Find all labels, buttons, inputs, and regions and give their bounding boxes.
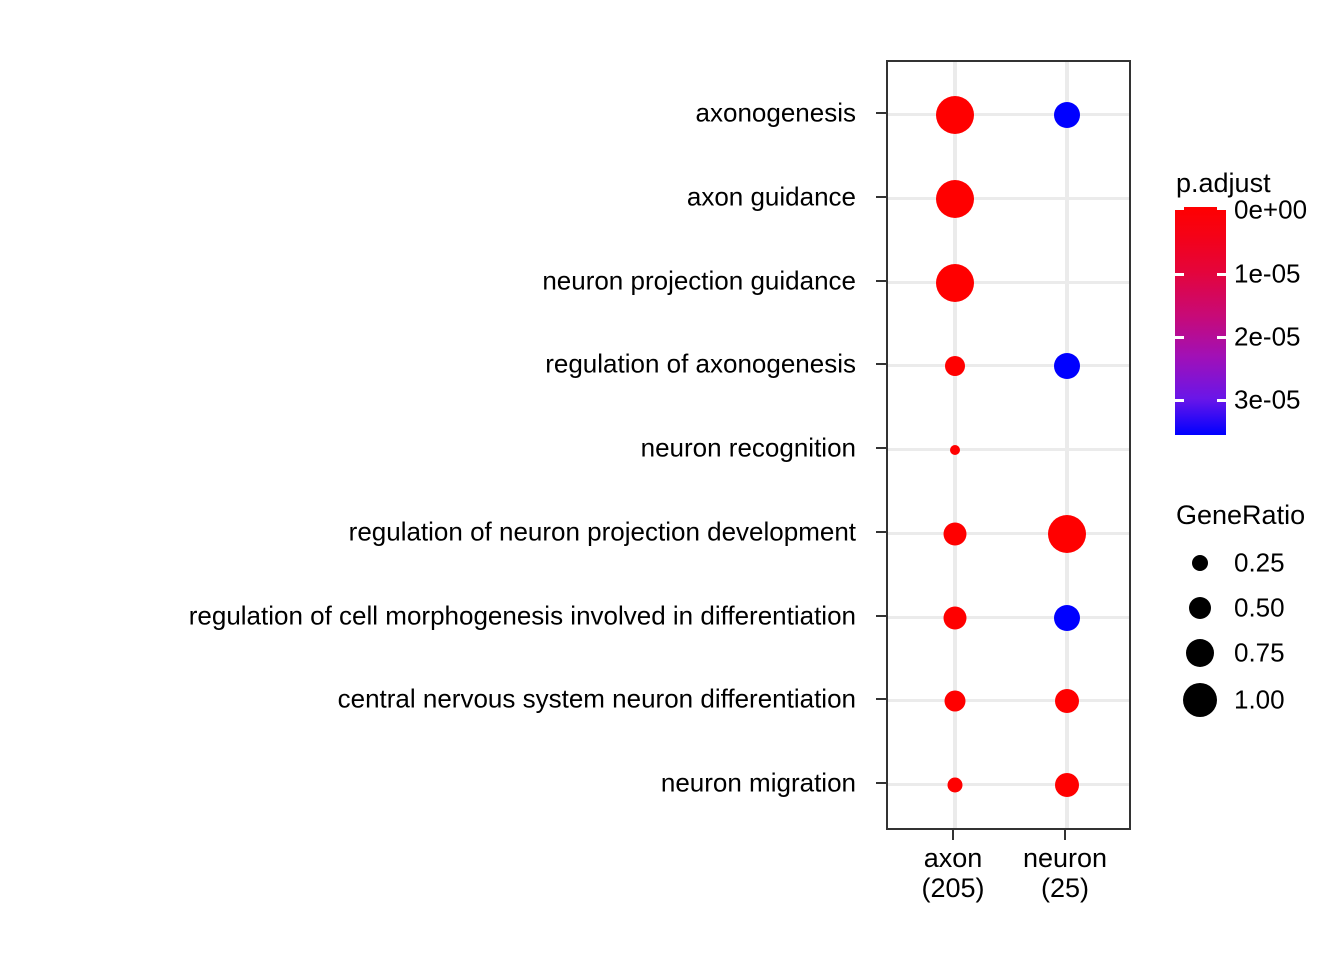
- y-axis-label-4: neuron recognition: [640, 432, 856, 463]
- y-axis-label-6: regulation of cell morphogenesis involve…: [188, 600, 856, 631]
- colorbar-label-3: 3e-05: [1234, 384, 1301, 415]
- gridline-row-4: [888, 448, 1129, 451]
- y-axis-tick-1: [876, 196, 886, 198]
- data-point: [943, 522, 967, 546]
- x-axis-tick-axon: [952, 830, 954, 840]
- colorbar-label-2: 2e-05: [1234, 321, 1301, 352]
- gridline-row-3: [888, 364, 1129, 367]
- data-point: [936, 180, 974, 218]
- colorbar-legend-title: p.adjust: [1176, 168, 1271, 198]
- y-axis-tick-8: [876, 782, 886, 784]
- size-legend-title: GeneRatio: [1176, 500, 1306, 530]
- colorbar-tick-0-left: [1175, 207, 1184, 210]
- gridline-col-neuron: [1065, 62, 1069, 828]
- y-axis-label-2: neuron projection guidance: [542, 265, 856, 296]
- gridline-row-5: [888, 532, 1129, 535]
- size-legend-dot-3: [1183, 683, 1217, 717]
- gridline-row-1: [888, 197, 1129, 200]
- y-axis-tick-0: [876, 112, 886, 114]
- plot-panel: [886, 60, 1131, 830]
- y-axis-label-5: regulation of neuron projection developm…: [348, 516, 856, 547]
- data-point: [1048, 515, 1086, 553]
- gridline-row-0: [888, 113, 1129, 116]
- size-legend-dot-1: [1189, 597, 1211, 619]
- x-axis-label-axon-count: (205): [921, 873, 985, 904]
- gridline-row-6: [888, 616, 1129, 619]
- y-axis-tick-6: [876, 615, 886, 617]
- y-axis-tick-5: [876, 531, 886, 533]
- colorbar-label-1: 1e-05: [1234, 258, 1301, 289]
- data-point: [936, 264, 974, 302]
- x-axis-label-axon-name: axon: [923, 843, 983, 873]
- colorbar-gradient: [1175, 207, 1226, 435]
- data-point: [944, 690, 966, 712]
- y-axis-label-7: central nervous system neuron differenti…: [337, 683, 856, 714]
- colorbar-tick-1-right: [1217, 273, 1226, 276]
- y-axis-label-8: neuron migration: [660, 767, 856, 798]
- x-axis-tick-neuron: [1064, 830, 1066, 840]
- size-legend-label-0: 0.25: [1234, 547, 1285, 578]
- data-point: [1054, 353, 1080, 379]
- y-axis-tick-4: [876, 447, 886, 449]
- colorbar-label-0: 0e+00: [1234, 194, 1308, 225]
- size-legend-label-2: 0.75: [1234, 637, 1285, 668]
- x-axis-label-neuron-name: neuron: [1022, 843, 1108, 873]
- size-legend-label-3: 1.00: [1234, 684, 1285, 715]
- y-axis-label-3: regulation of axonogenesis: [545, 348, 856, 379]
- gridline-row-2: [888, 281, 1129, 284]
- data-point: [1055, 773, 1079, 797]
- colorbar-tick-2-right: [1217, 336, 1226, 339]
- y-axis-label-1: axon guidance: [686, 181, 856, 212]
- data-point: [1054, 605, 1080, 631]
- x-axis-label-axon: axon (205): [921, 843, 984, 903]
- colorbar-tick-0-right: [1217, 207, 1226, 210]
- y-axis-tick-3: [876, 363, 886, 365]
- colorbar-tick-2-left: [1175, 336, 1184, 339]
- y-axis-label-0: axonogenesis: [695, 97, 856, 128]
- data-point: [1055, 689, 1079, 713]
- data-point: [947, 777, 963, 793]
- colorbar-tick-3-right: [1217, 399, 1226, 402]
- size-legend-dot-0: [1192, 555, 1208, 571]
- x-axis-label-neuron-count: (25): [1040, 873, 1090, 904]
- x-axis-label-neuron: neuron (25): [1023, 843, 1107, 903]
- data-point: [936, 96, 974, 134]
- y-axis-tick-2: [876, 280, 886, 282]
- data-point: [945, 356, 965, 376]
- colorbar-tick-3-left: [1175, 399, 1184, 402]
- p-adjust-colorbar: [1175, 207, 1226, 435]
- data-point: [1054, 102, 1080, 128]
- colorbar-tick-1-left: [1175, 273, 1184, 276]
- data-point: [950, 445, 960, 455]
- y-axis-tick-7: [876, 698, 886, 700]
- gridline-row-7: [888, 699, 1129, 702]
- gridline-row-8: [888, 783, 1129, 786]
- data-point: [943, 606, 967, 630]
- size-legend-dot-2: [1186, 639, 1214, 667]
- size-legend-label-1: 0.50: [1234, 592, 1285, 623]
